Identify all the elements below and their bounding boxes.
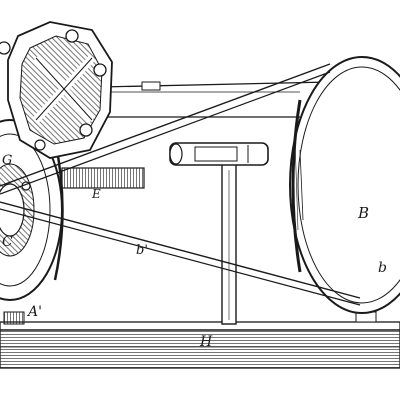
base [0, 311, 400, 369]
worm-gear [61, 167, 145, 189]
label-h: H [199, 334, 213, 350]
label-b-prime: b' [136, 243, 148, 258]
support-post [169, 142, 269, 325]
motor-housing [0, 21, 113, 159]
belt [0, 63, 361, 306]
label-b-upper: B [357, 204, 369, 222]
label-g: G [2, 153, 12, 168]
label-c: C [2, 234, 13, 250]
label-a-prime: A' [26, 304, 42, 320]
label-e: E [91, 187, 101, 201]
frame-rail [99, 81, 331, 118]
label-b-lower: b [378, 260, 387, 276]
right-pulley [289, 56, 400, 314]
